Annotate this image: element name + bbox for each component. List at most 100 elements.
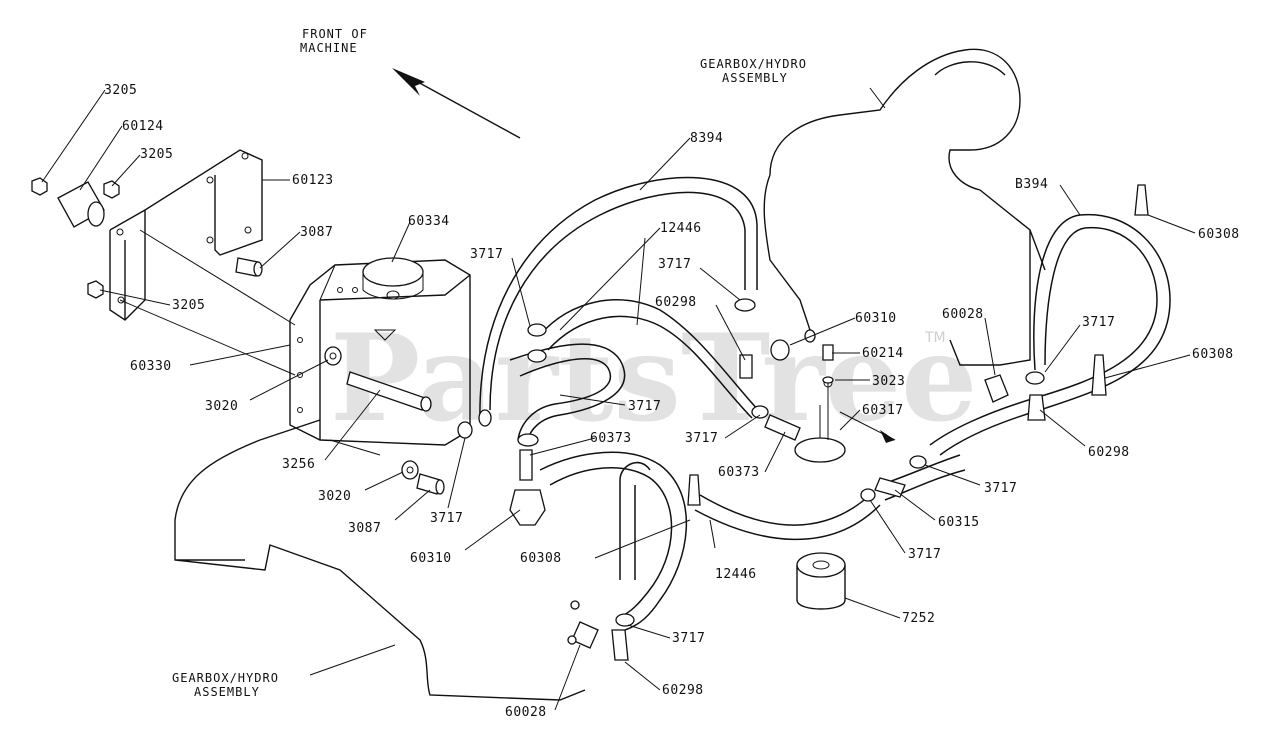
bolt-3256 [346,371,426,411]
clamp-3717-h [1025,371,1045,385]
callout-60308-top-right: 60308 [1198,227,1240,242]
fitting-60298-right [1027,394,1046,421]
callout-3717-mid: 3717 [685,431,718,446]
filter-head-60317 [794,437,846,463]
callout-60308-lower: 60308 [520,551,562,566]
callout-60310-upper: 60310 [855,311,897,326]
mounting-bracket [109,149,263,321]
callout-60124: 60124 [122,119,164,134]
front-of-machine-label: FRONT OF [302,27,368,41]
callout-60334: 60334 [408,214,450,229]
hose-8394-b [479,176,758,421]
hose-8394-a [489,191,746,411]
callout-3717-left-upper: 3717 [470,247,503,262]
gearbox-top-outline-b [934,61,1046,271]
bolt-3087-upper [235,257,259,277]
callout-3717-right-lower: 3717 [984,481,1017,496]
washer-3020-upper [324,346,342,366]
reservoir-cap [362,257,424,287]
callout-60373-right: 60373 [718,465,760,480]
callout-60308-mid-right: 60308 [1192,347,1234,362]
callout-60298-upper: 60298 [655,295,697,310]
clamp-3717-i [615,613,635,627]
nut-3205-b [103,180,120,199]
nut-3205-c [87,280,104,299]
front-arrow-head [392,68,425,96]
callout-3087-lower: 3087 [348,521,381,536]
fitting-60373-left [519,449,533,481]
valve-60028-upper [984,374,1009,403]
screw-60214 [822,344,834,361]
hose-12446-upper [539,299,761,413]
callout-7252: 7252 [902,611,935,626]
clamp-3717-b [527,349,547,363]
callout-60028-upper: 60028 [942,307,984,322]
callout-60373-left: 60373 [590,431,632,446]
trademark-mark: TM [924,330,946,346]
clamp-3717-c [734,298,756,312]
callout-3020-lower: 3020 [318,489,351,504]
gearbox-top-label-2: ASSEMBLY [722,71,788,85]
callout-60317: 60317 [862,403,904,418]
hose-8394-right [939,213,1171,456]
fitting-60298-upper [739,354,753,379]
valve-60028-lower [571,621,599,649]
gearbox-bottom-label: GEARBOX/HYDRO [172,671,279,685]
nut-3205-a [31,177,48,196]
oil-filter-7252 [796,565,846,610]
callout-60123: 60123 [292,173,334,188]
callout-12446-upper: 12446 [660,221,702,236]
barb-60308-lower [687,474,701,506]
fitting-60373-right [764,414,801,441]
callout-3205-top: 3205 [104,83,137,98]
gearbox-top-label: GEARBOX/HYDRO [700,57,807,71]
washer-3020-lower [401,460,419,480]
callout-60298-bottom: 60298 [662,683,704,698]
barb-60308-mid-right [1091,354,1107,396]
callout-3020-upper: 3020 [205,399,238,414]
callout-8394-upper: 8394 [690,131,723,146]
reservoir-tank [289,259,471,446]
gearbox-bottom-label-2: ASSEMBLY [194,685,260,699]
clamp-3717-g [860,488,876,502]
callout-3205-mid: 3205 [140,147,173,162]
callout-60315: 60315 [938,515,980,530]
clamp-3717-f [909,455,927,469]
callout-3717-bottom: 3717 [672,631,705,646]
callout-3717-return: 3717 [628,399,661,414]
front-arrow-shaft [404,74,521,139]
callout-3717-left-lower: 3717 [430,511,463,526]
callout-60214: 60214 [862,346,904,361]
hose-suction-lower [539,451,688,631]
fitting-60298-lower [611,629,629,661]
callout-60298-right: 60298 [1088,445,1130,460]
gearbox-bottom-outline [174,419,586,701]
callout-60310-lower: 60310 [410,551,452,566]
front-of-machine-label-2: MACHINE [300,41,358,55]
clamp-3717-e [751,405,769,419]
fitting-60310-lower [509,489,546,526]
hose-return [509,343,626,441]
callout-3205-lower: 3205 [172,298,205,313]
callout-3087-upper: 3087 [300,225,333,240]
clamp-3717-d [517,433,539,447]
callout-3256: 3256 [282,457,315,472]
callout-60330: 60330 [130,359,172,374]
callout-12446-lower: 12446 [715,567,757,582]
washer-3023 [822,376,834,384]
barb-60308-top-right [1134,184,1149,216]
gearbox-top-outline [763,48,1031,366]
clamp-3717-a [527,323,547,337]
leader-lines [41,87,1196,711]
callout-b394: B394 [1015,177,1048,192]
hose-12446-lower [699,494,871,526]
callout-3023: 3023 [872,374,905,389]
seal-60310-upper [770,339,790,361]
callout-3717-right: 3717 [1082,315,1115,330]
callout-60028-bottom: 60028 [505,705,547,720]
callout-3717-lower-mid: 3717 [908,547,941,562]
callout-3717-center: 3717 [658,257,691,272]
partstree-watermark: PartsTree [330,308,977,449]
bolt-3087-lower [416,473,441,495]
